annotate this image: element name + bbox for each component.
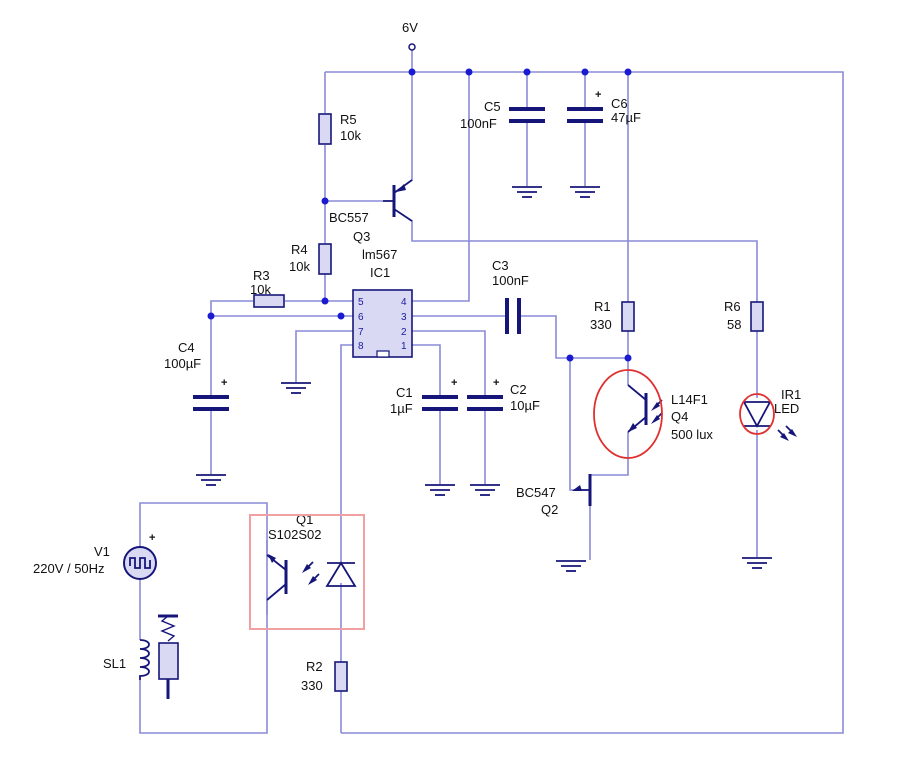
svg-text:BC547: BC547 xyxy=(516,485,556,500)
wires xyxy=(139,50,844,734)
svg-text:C3: C3 xyxy=(492,258,509,273)
svg-text:C4: C4 xyxy=(178,340,195,355)
svg-text:100nF: 100nF xyxy=(460,116,497,131)
svg-text:R1: R1 xyxy=(594,299,611,314)
highlight-q1 xyxy=(249,514,365,630)
svg-text:7: 7 xyxy=(358,327,364,338)
svg-text:R4: R4 xyxy=(291,242,308,257)
svg-text:+: + xyxy=(221,377,227,389)
capacitor-c2: + C2 10µF xyxy=(467,377,540,413)
svg-text:4: 4 xyxy=(401,297,407,308)
svg-text:IR1: IR1 xyxy=(781,387,801,402)
highlight-q4 xyxy=(593,369,663,459)
svg-text:100µF: 100µF xyxy=(164,356,201,371)
svg-text:C5: C5 xyxy=(484,99,501,114)
svg-text:58: 58 xyxy=(727,317,741,332)
phototransistor-q4: L14F1 Q4 500 lux xyxy=(627,384,713,442)
svg-text:+: + xyxy=(595,89,601,101)
ground-icon xyxy=(281,382,311,394)
svg-text:IC1: IC1 xyxy=(370,265,390,280)
svg-text:330: 330 xyxy=(301,678,323,693)
ground-icon xyxy=(556,560,586,572)
resistor-r1: R1 330 xyxy=(590,299,635,332)
highlight-ir1 xyxy=(739,393,775,435)
svg-text:SL1: SL1 xyxy=(103,656,126,671)
svg-text:10k: 10k xyxy=(250,282,271,297)
svg-text:6: 6 xyxy=(358,312,364,323)
svg-text:C1: C1 xyxy=(396,385,413,400)
ground-symbols xyxy=(196,186,772,572)
svg-text:47µF: 47µF xyxy=(611,110,641,125)
svg-text:C2: C2 xyxy=(510,382,527,397)
svg-text:330: 330 xyxy=(590,317,612,332)
svg-text:lm567: lm567 xyxy=(362,247,397,262)
ground-icon xyxy=(512,186,542,198)
svg-text:Q4: Q4 xyxy=(671,409,688,424)
capacitor-c1: + C1 1µF xyxy=(390,377,458,416)
svg-text:1µF: 1µF xyxy=(390,401,413,416)
svg-text:R2: R2 xyxy=(306,659,323,674)
resistor-r3: R3 10k xyxy=(250,268,285,308)
ground-icon xyxy=(425,484,455,496)
junction-nodes xyxy=(207,68,632,362)
svg-text:LED: LED xyxy=(774,401,799,416)
svg-text:6V: 6V xyxy=(402,20,418,35)
svg-text:8: 8 xyxy=(358,341,364,352)
svg-text:5: 5 xyxy=(358,297,364,308)
ground-icon xyxy=(196,474,226,486)
resistor-r6: R6 58 xyxy=(724,299,764,332)
svg-text:R5: R5 xyxy=(340,112,357,127)
svg-text:C6: C6 xyxy=(611,96,628,111)
ground-icon xyxy=(570,186,600,198)
led-ir1: IR1 LED xyxy=(742,387,801,441)
svg-text:100nF: 100nF xyxy=(492,273,529,288)
svg-text:10µF: 10µF xyxy=(510,398,540,413)
ac-source-v1: + V1 220V / 50Hz xyxy=(33,532,157,580)
svg-text:10k: 10k xyxy=(289,259,310,274)
svg-text:Q3: Q3 xyxy=(353,229,370,244)
resistor-r5: R5 10k xyxy=(318,112,361,145)
svg-text:2: 2 xyxy=(401,327,407,338)
transistor-q2: BC547 Q2 xyxy=(516,474,592,517)
svg-text:+: + xyxy=(451,377,457,389)
ic-lm567: 5 6 7 8 4 3 2 1 lm567 IC1 xyxy=(352,247,413,358)
solenoid-sl1: SL1 xyxy=(103,614,179,699)
svg-text:S102S02: S102S02 xyxy=(268,527,322,542)
svg-text:1: 1 xyxy=(401,341,407,352)
ground-icon xyxy=(742,557,772,569)
capacitor-c5: C5 100nF xyxy=(460,99,545,131)
svg-text:V1: V1 xyxy=(94,544,110,559)
svg-text:3: 3 xyxy=(401,312,407,323)
svg-text:L14F1: L14F1 xyxy=(671,392,708,407)
svg-text:220V / 50Hz: 220V / 50Hz xyxy=(33,561,105,576)
capacitor-c3: C3 100nF xyxy=(492,258,529,334)
capacitor-c4: + C4 100µF xyxy=(164,340,229,411)
resistor-r4: R4 10k xyxy=(289,242,332,275)
svg-text:10k: 10k xyxy=(340,128,361,143)
ground-icon xyxy=(470,484,500,496)
svg-text:R3: R3 xyxy=(253,268,270,283)
svg-text:R6: R6 xyxy=(724,299,741,314)
svg-text:+: + xyxy=(493,377,499,389)
svg-text:Q2: Q2 xyxy=(541,502,558,517)
svg-text:+: + xyxy=(149,532,155,544)
resistor-r2: R2 330 xyxy=(301,659,348,693)
svg-text:500 lux: 500 lux xyxy=(671,427,713,442)
capacitor-c6: + C6 47µF xyxy=(567,89,641,125)
transistor-q3: BC557 Q3 xyxy=(329,179,413,244)
svg-text:BC557: BC557 xyxy=(329,210,369,225)
supply-6v: 6V xyxy=(402,20,418,51)
